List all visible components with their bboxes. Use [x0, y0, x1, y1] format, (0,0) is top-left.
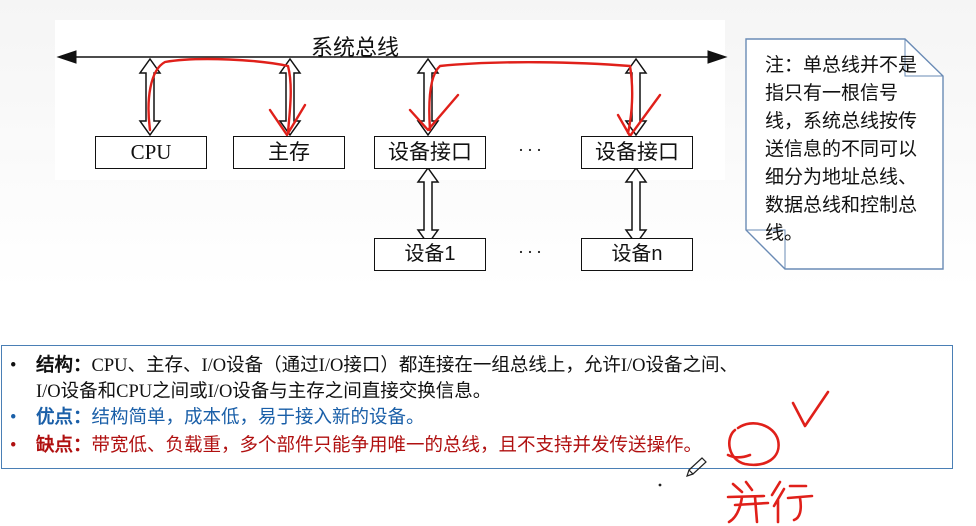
cpu-box: CPU — [95, 136, 207, 169]
system-bus-arrow — [56, 50, 728, 64]
structure-text-2: I/O设备和CPU之间或I/O设备与主存之间直接交换信息。 — [36, 382, 492, 402]
bullet-pros: • 优点：结构简单，成本低，易于接入新的设备。 — [10, 405, 425, 431]
pen-cursor-icon — [686, 457, 707, 477]
bullet-cons: • 缺点：带宽低、负载重，多个部件只能争用唯一的总线，且不支持并发传送操作。 — [10, 433, 702, 459]
pros-title: 优点： — [36, 408, 92, 428]
system-bus-label: 系统总线 — [310, 35, 399, 60]
pros-text: 结构简单，成本低，易于接入新的设备。 — [91, 408, 425, 428]
bullet-list-box: • 结构：CPU、主存、I/O设备（通过I/O接口）都连接在一组总线上，允许I/O… — [1, 345, 953, 469]
bullet-structure: • 结构：CPU、主存、I/O设备（通过I/O接口）都连接在一组总线上，允许I/O… — [10, 353, 738, 379]
ellipsis-bottom: ··· — [518, 242, 545, 262]
note-callout-frame — [745, 38, 944, 270]
bullet-structure-cont: I/O设备和CPU之间或I/O设备与主存之间直接交换信息。 — [36, 379, 491, 405]
bullet-dot: • — [10, 356, 17, 376]
memory-box: 主存 — [233, 136, 345, 169]
io-interface-box-1: 设备接口 — [374, 136, 486, 169]
structure-title: 结构： — [36, 356, 92, 376]
io-interface-box-2: 设备接口 — [581, 136, 693, 169]
structure-text-1: CPU、主存、I/O设备（通过I/O接口）都连接在一组总线上，允许I/O设备之间… — [91, 356, 738, 376]
device-n-box: 设备n — [581, 238, 693, 271]
note-text: 注：单总线并不是指只有一根信号线，系统总线按传送信息的不同可以细分为地址总线、数… — [765, 55, 918, 244]
device-1-box: 设备1 — [374, 238, 486, 271]
bullet-dot: • — [10, 436, 17, 456]
cons-title: 缺点： — [36, 436, 92, 456]
ellipsis-top: ··· — [518, 140, 545, 160]
bullet-dot: • — [10, 408, 17, 428]
cons-text: 带宽低、负载重，多个部件只能争用唯一的总线，且不支持并发传送操作。 — [91, 436, 703, 456]
